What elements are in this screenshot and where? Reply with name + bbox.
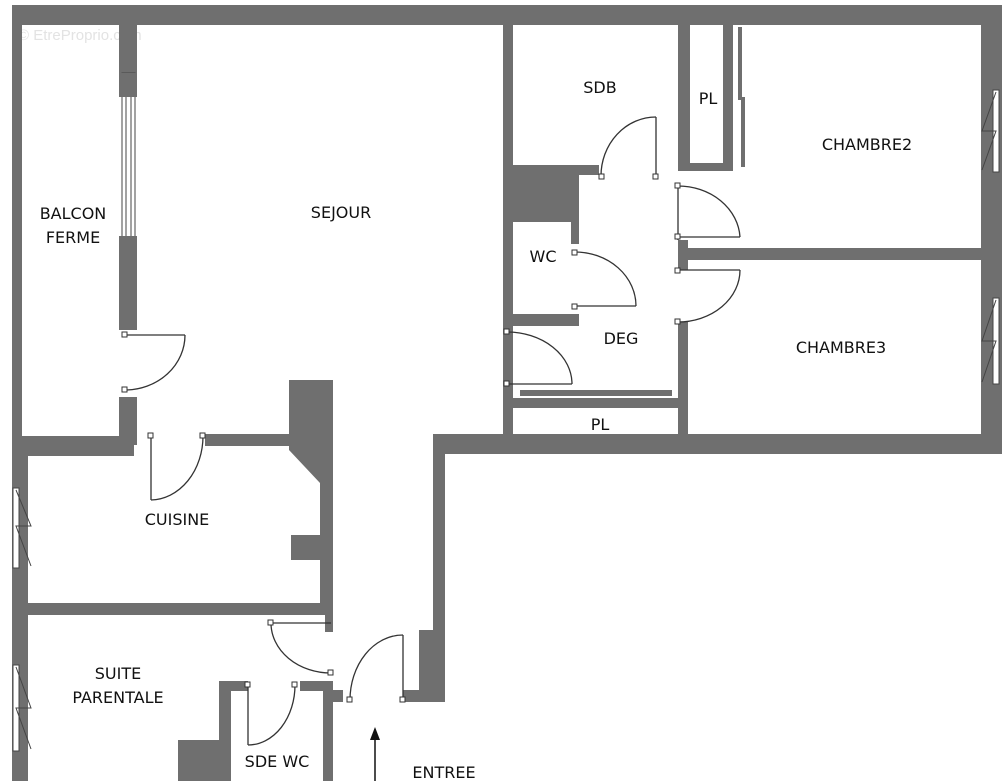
wall-pl-bottom-shelf bbox=[520, 390, 672, 396]
wall-bedrooms-divider-stub bbox=[678, 240, 688, 270]
doors bbox=[121, 116, 741, 746]
wall-balcony-divider-mid bbox=[119, 258, 137, 330]
wall-pl-top-right bbox=[723, 15, 733, 171]
wall-balcony-divider-low bbox=[119, 397, 137, 445]
wall-kitchen-counter bbox=[291, 535, 321, 560]
label-chambre3: CHAMBRE3 bbox=[796, 338, 886, 357]
label-deg: DEG bbox=[604, 329, 639, 348]
wall-pl-top-left bbox=[678, 15, 690, 171]
wall-entry-left bbox=[323, 681, 333, 781]
wall-kitchen-column bbox=[289, 380, 333, 612]
window-chambre3-icon bbox=[981, 297, 1000, 385]
wall-pl-top-inner bbox=[738, 27, 742, 100]
wall-sdb-left bbox=[503, 15, 513, 450]
wall-wc-block bbox=[503, 170, 579, 222]
label-sde-wc: SDE WC bbox=[245, 752, 310, 771]
wall-kitchen-top-left bbox=[12, 436, 134, 456]
wall-suite-right bbox=[325, 612, 333, 632]
wall-suite-door-jamb bbox=[300, 681, 333, 691]
wall-sdb-right-top bbox=[655, 15, 659, 25]
wall-pl-bottom-top bbox=[513, 398, 688, 408]
door-wc bbox=[571, 249, 637, 310]
label-cuisine: CUISINE bbox=[145, 510, 210, 529]
room-labels: BALCON FERME SEJOUR SDB PL CHAMBRE2 WC D… bbox=[40, 78, 912, 781]
wall-wc-bottom bbox=[503, 314, 579, 326]
door-chambre3 bbox=[674, 267, 741, 325]
window-chambre2-icon bbox=[981, 89, 1000, 173]
wall-left-upper bbox=[12, 5, 22, 455]
door-cuisine bbox=[147, 432, 206, 501]
wall-kitchen-top-right bbox=[205, 434, 300, 446]
wall-corridor-right bbox=[433, 434, 445, 702]
door-pl-bottom bbox=[503, 328, 573, 387]
wall-balcony-divider-top bbox=[119, 15, 137, 73]
label-sejour: SEJOUR bbox=[311, 203, 371, 222]
label-balcon-line1: BALCON bbox=[40, 204, 107, 223]
wall-pl-top-bottom bbox=[678, 163, 733, 171]
label-balcon-line2: FERME bbox=[46, 228, 100, 247]
wall-pl-top-inner2 bbox=[741, 97, 745, 167]
label-suite-line2: PARENTALE bbox=[72, 688, 163, 707]
door-entree bbox=[346, 634, 406, 703]
label-suite-line1: SUITE bbox=[95, 664, 141, 683]
wall-deg-right bbox=[678, 322, 688, 450]
wall-bedrooms-divider bbox=[678, 248, 1002, 260]
wall-entry-left-stub bbox=[333, 690, 343, 702]
wall-bedrooms-bottom bbox=[433, 434, 1002, 454]
label-chambre2: CHAMBRE2 bbox=[822, 135, 912, 154]
wall-sde-step bbox=[178, 740, 231, 781]
label-pl-bottom: PL bbox=[591, 415, 610, 434]
label-sdb: SDB bbox=[583, 78, 616, 97]
wall-sde-top bbox=[219, 681, 248, 691]
wall-entry-right-stub bbox=[403, 690, 445, 702]
label-wc: WC bbox=[530, 247, 557, 266]
door-sdb bbox=[598, 116, 659, 180]
wall-right-upper bbox=[981, 5, 1002, 453]
watermark: © EtreProprio.com bbox=[18, 27, 142, 44]
door-balcony bbox=[121, 331, 186, 393]
label-entree: ENTREE bbox=[412, 763, 475, 781]
wall-wc-block-stub bbox=[571, 222, 579, 244]
label-pl-top: PL bbox=[699, 89, 718, 108]
balcony-window-icon bbox=[119, 72, 137, 260]
walls bbox=[12, 5, 1002, 781]
wall-kitchen-bottom bbox=[12, 603, 333, 615]
window-cuisine-icon bbox=[12, 487, 32, 569]
door-sde bbox=[244, 681, 298, 746]
window-suite-icon bbox=[12, 664, 32, 752]
door-chambre2 bbox=[674, 182, 741, 240]
door-suite bbox=[267, 619, 334, 676]
entrance-arrow-icon bbox=[370, 727, 380, 781]
